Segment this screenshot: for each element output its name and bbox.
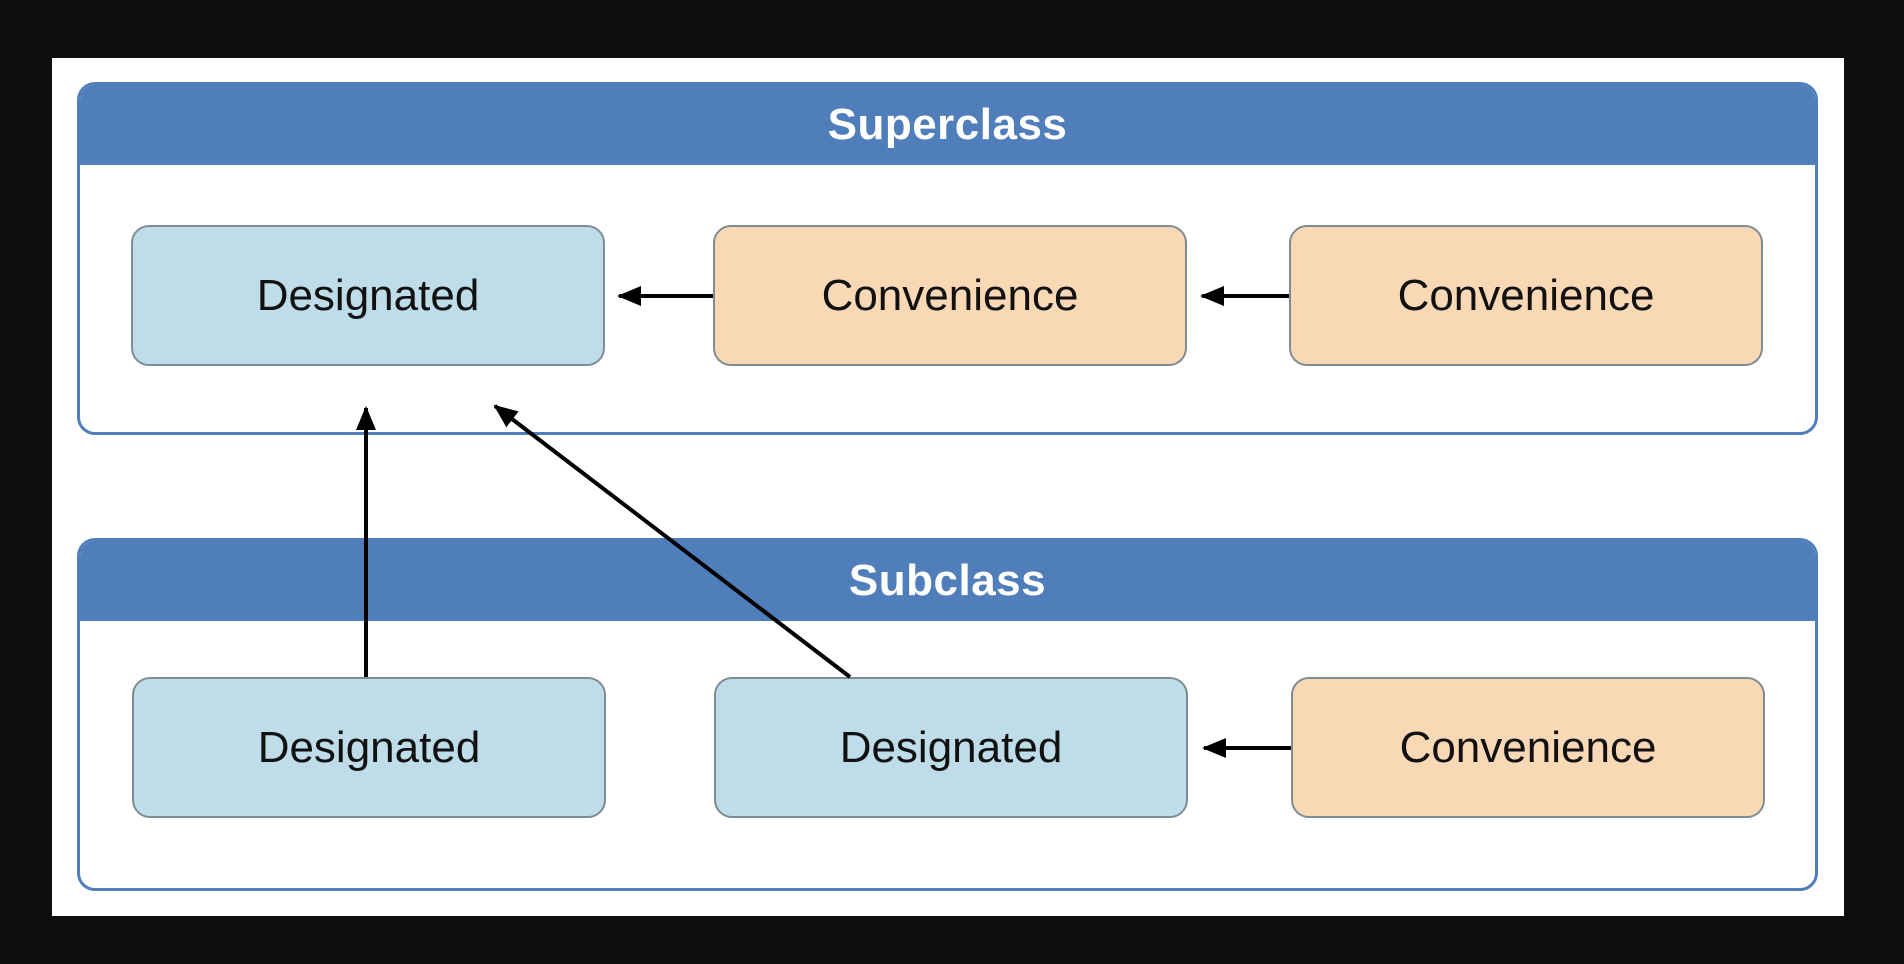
diagram-canvas: Superclass Subclass Designated Convenien… <box>52 58 1844 916</box>
subclass-convenience-node: Convenience <box>1291 677 1765 818</box>
superclass-convenience-node-2: Convenience <box>1289 225 1763 366</box>
superclass-header: Superclass <box>80 85 1815 165</box>
superclass-designated-node: Designated <box>131 225 605 366</box>
subclass-designated-node-1: Designated <box>132 677 606 818</box>
subclass-header: Subclass <box>80 541 1815 621</box>
superclass-convenience-node-1: Convenience <box>713 225 1187 366</box>
subclass-designated-node-2: Designated <box>714 677 1188 818</box>
